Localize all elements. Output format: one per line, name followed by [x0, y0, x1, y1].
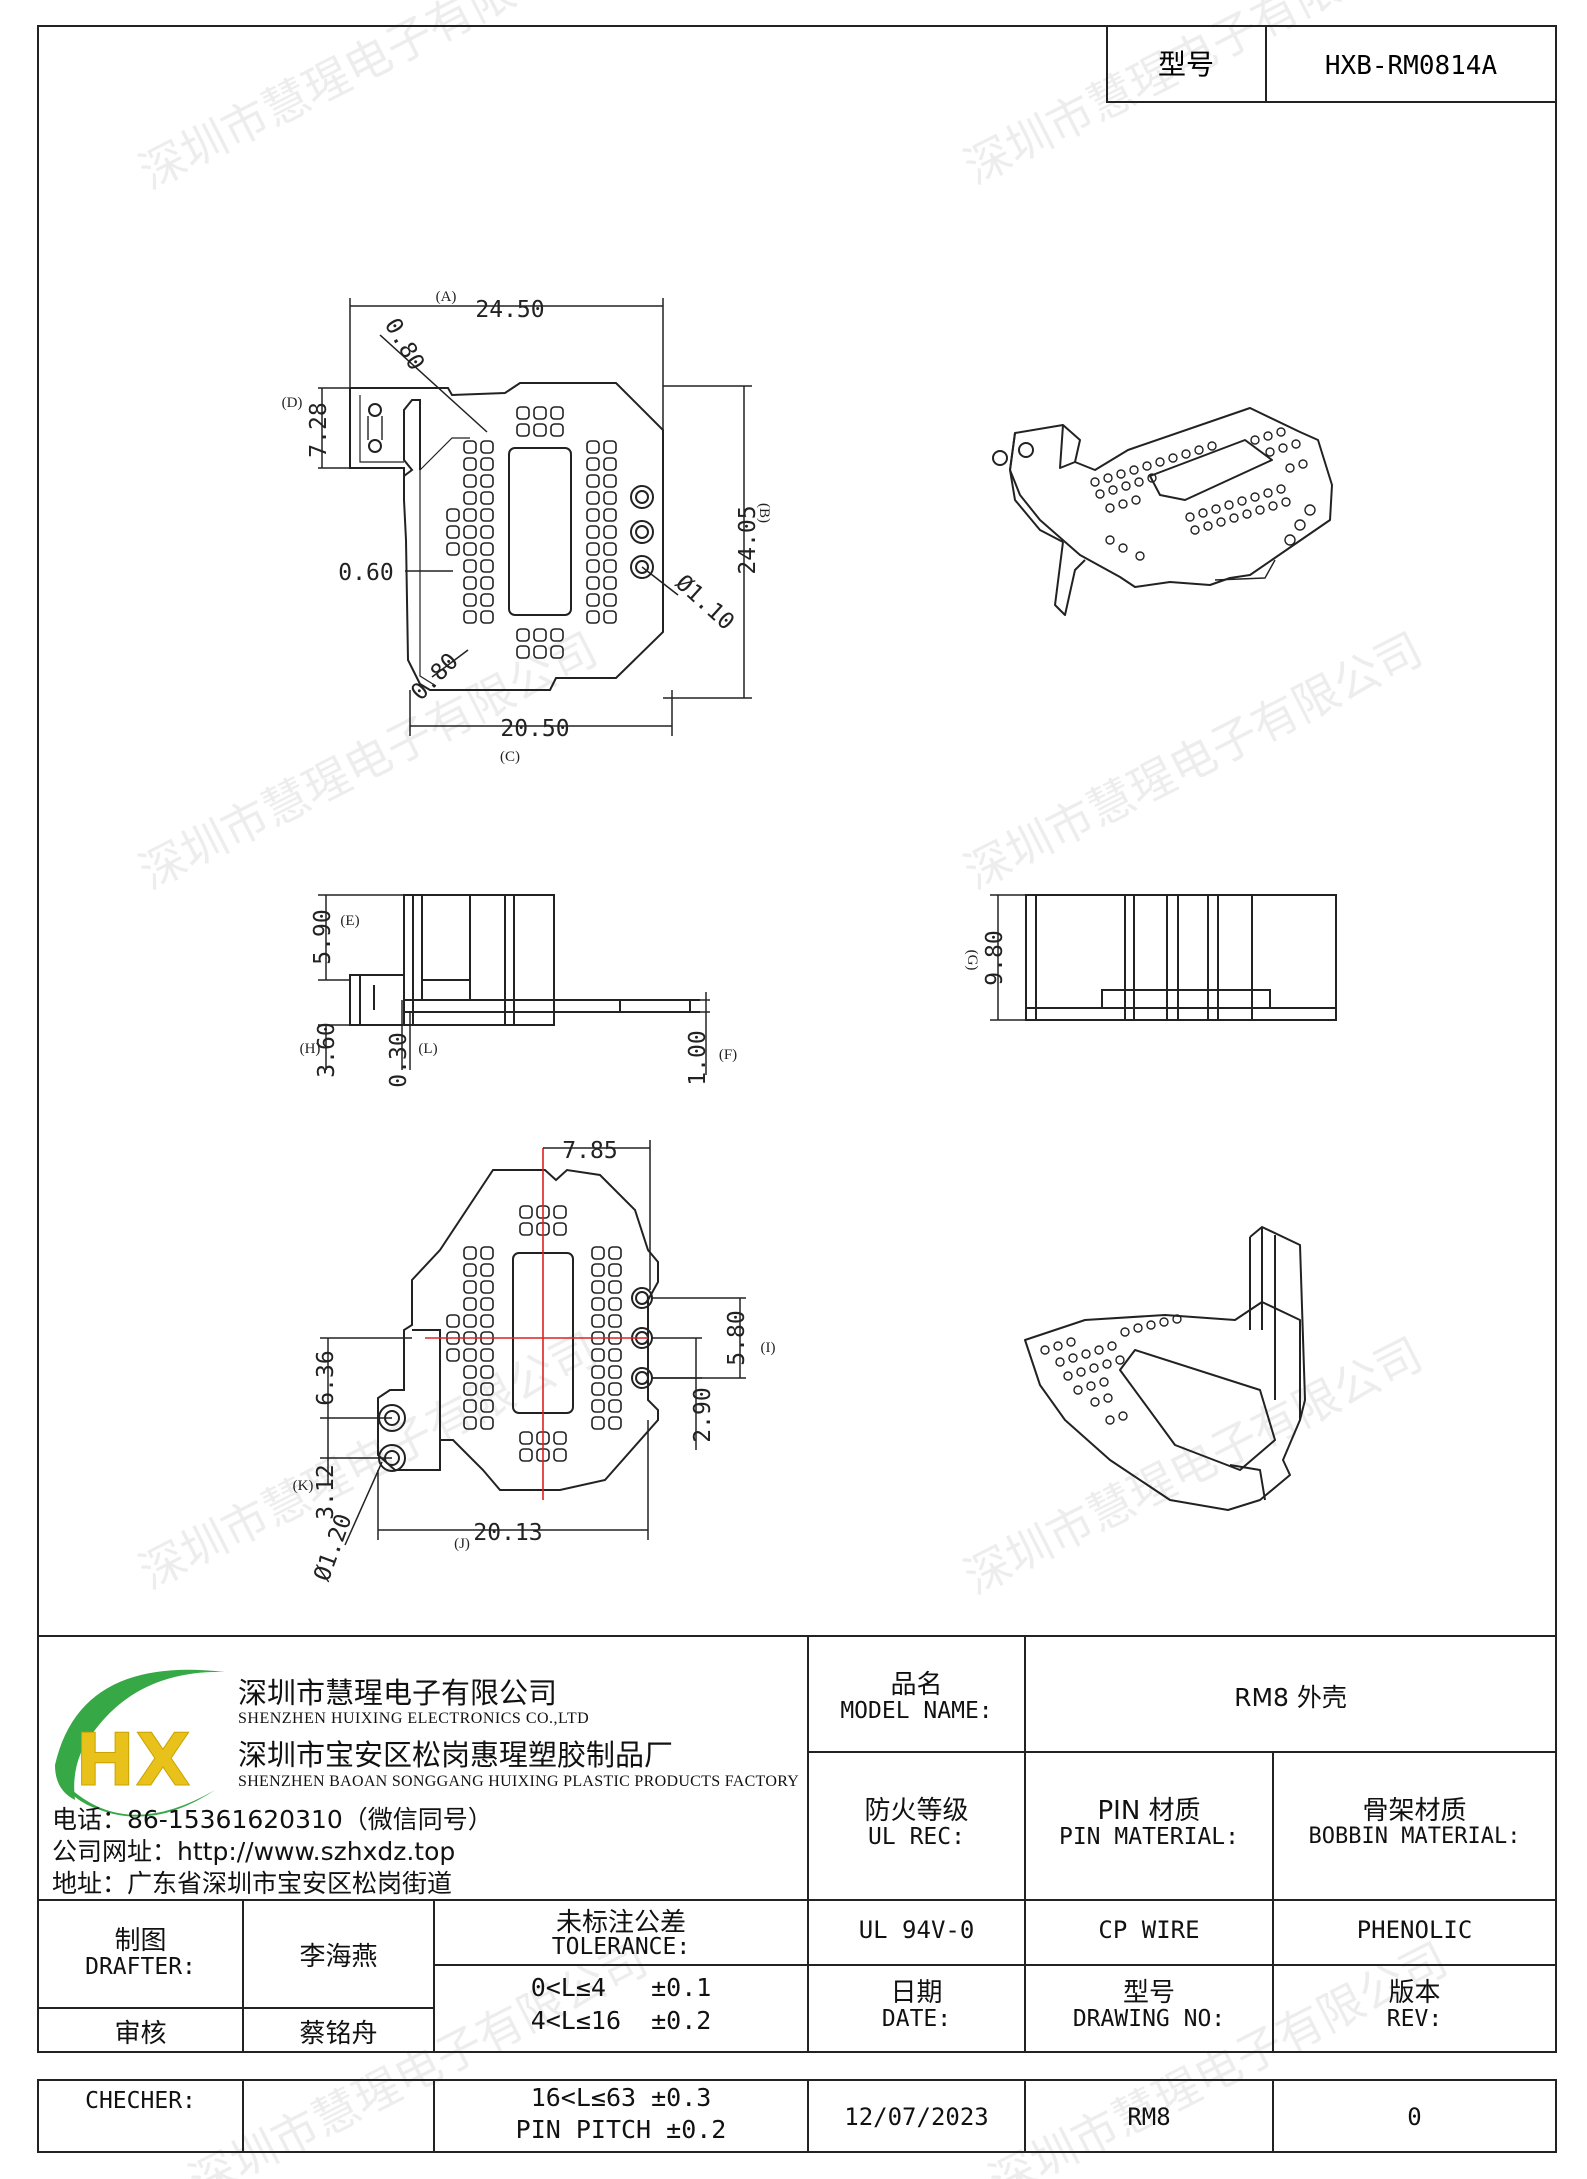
- side-view-left-dimensions: [318, 894, 710, 1075]
- dim-b-value: 24.05: [735, 505, 761, 574]
- drafter-label-en: DRAFTER:: [85, 1954, 196, 1980]
- dim-2-90: 2.90: [690, 1387, 716, 1442]
- drawing-no-label-cn: 型号: [1122, 1978, 1175, 2008]
- rev-label-en: REV:: [1386, 2006, 1443, 2032]
- dim-e-value: 5.90: [310, 909, 336, 964]
- checker-label: CHECHER:: [85, 2088, 196, 2114]
- factory-name-cn: 深圳市宝安区松岗惠瑆塑胶制品厂: [238, 1738, 674, 1772]
- title-block-grid: [37, 1636, 1557, 2153]
- dim-7-85: 7.85: [562, 1138, 617, 1164]
- dim-k-label: (K): [293, 1478, 314, 1494]
- dim-d-label: (D): [282, 395, 303, 411]
- drafter-label-cn: 制图: [114, 1926, 167, 1956]
- company-address: 地址：广东省深圳市宝安区松岗街道: [52, 1869, 453, 1898]
- watermark: 深圳市慧瑆电子有限公司: [130, 1322, 605, 1600]
- company-name-cn: 深圳市慧瑆电子有限公司: [238, 1676, 558, 1710]
- factory-name-en: SHENZHEN BAOAN SONGGANG HUIXING PLASTIC …: [238, 1773, 800, 1790]
- dim-a-label: (A): [436, 289, 457, 305]
- dim-l-value: 0.30: [386, 1032, 412, 1087]
- side-view-right-dimensions: [990, 894, 1026, 1021]
- tolerance-row-4: PIN PITCH ±0.2: [515, 2115, 727, 2144]
- dim-0-60: 0.60: [338, 560, 393, 586]
- model-value: HXB-RM0814A: [1325, 51, 1498, 81]
- date-value: 12/07/2023: [844, 2103, 989, 2131]
- dim-d-value: 7.28: [306, 402, 332, 457]
- pin-material-value: CP WIRE: [1098, 1916, 1200, 1944]
- logo-text: HX: [75, 1718, 191, 1802]
- company-phone: 电话：86-15361620310（微信同号）: [52, 1805, 493, 1834]
- bobbin-material-en: BOBBIN MATERIAL:: [1308, 1824, 1521, 1849]
- iso-view-bottom: [1024, 1226, 1306, 1511]
- dim-j-value: 20.13: [473, 1520, 542, 1546]
- dim-g-value: 9.80: [982, 930, 1008, 985]
- rev-value: 0: [1407, 2103, 1422, 2131]
- model-name-value: RM8 外壳: [1234, 1683, 1347, 1712]
- top-view: [349, 382, 664, 691]
- dim-f-value: 1.00: [685, 1030, 711, 1085]
- fire-rating-cn: 防火等级: [864, 1796, 969, 1826]
- watermark: 深圳市慧瑆电子有限公司: [955, 622, 1430, 900]
- bottom-view-dimensions: [320, 1140, 746, 1546]
- company-logo: HX: [55, 1669, 225, 1817]
- fire-rating-en: UL REC:: [868, 1824, 965, 1850]
- side-view-left: [349, 894, 700, 1026]
- watermark: 深圳市慧瑆电子有限公司: [130, 0, 605, 200]
- dim-0-80-top: 0.80: [379, 314, 429, 375]
- side-view-right: [1025, 894, 1337, 1021]
- dim-b-label: (B): [756, 503, 772, 523]
- pin-material-cn: PIN 材质: [1097, 1796, 1201, 1826]
- dim-f-label: (F): [719, 1047, 737, 1063]
- iso-view-top: [992, 407, 1333, 616]
- tolerance-en: TOLERANCE:: [551, 1934, 691, 1960]
- dim-j-label: (J): [454, 1536, 470, 1552]
- model-label: 型号: [1158, 48, 1214, 81]
- tolerance-row-2: 4<L≤16 ±0.2: [530, 2006, 712, 2035]
- tolerance-row-3: 16<L≤63 ±0.3: [530, 2083, 712, 2112]
- tolerance-cn: 未标注公差: [555, 1908, 686, 1938]
- dim-c-label: (C): [500, 749, 520, 765]
- review-name: 蔡铭舟: [299, 2019, 378, 2049]
- tolerance-row-1: 0<L≤4 ±0.1: [530, 1973, 712, 2002]
- rev-label-cn: 版本: [1388, 1978, 1441, 2008]
- watermark: 深圳市慧瑆电子有限公司: [955, 0, 1430, 195]
- dim-i-label: (I): [761, 1340, 776, 1356]
- bobbin-material-value: PHENOLIC: [1356, 1916, 1473, 1944]
- watermark: 深圳市慧瑆电子有限公司: [980, 1932, 1455, 2179]
- date-label-en: DATE:: [881, 2006, 952, 2032]
- watermark: 深圳市慧瑆电子有限公司: [130, 622, 605, 900]
- side-view-right-dim-text: (G) 9.80: [964, 930, 1008, 985]
- date-label-cn: 日期: [890, 1978, 943, 2008]
- dim-h-value: 3.60: [314, 1022, 340, 1077]
- dim-h-label: (H): [300, 1041, 321, 1057]
- side-view-left-dim-text: 5.90 (E) (H) 3.60 0.30 (L) 1.00 (F): [300, 909, 738, 1087]
- dim-dia-1-10: Ø1.10: [670, 570, 739, 636]
- dim-e-label: (E): [340, 913, 359, 929]
- fire-rating-value: UL 94V-0: [858, 1916, 975, 1944]
- dim-dia-1-20: Ø1.20: [309, 1511, 357, 1585]
- company-name-en: SHENZHEN HUIXING ELECTRONICS CO.,LTD: [238, 1710, 590, 1727]
- vent-holes-top: [446, 406, 617, 659]
- pin-material-en: PIN MATERIAL:: [1058, 1824, 1239, 1850]
- drawing-no-value: RM8: [1127, 2103, 1171, 2131]
- top-view-dimensions: [318, 298, 752, 736]
- review-label-cn: 审核: [114, 2019, 167, 2049]
- drafter-name: 李海燕: [299, 1942, 378, 1972]
- dim-i-value: 5.80: [724, 1310, 750, 1365]
- dim-g-label: (G): [964, 950, 980, 971]
- drawing-no-label-en: DRAWING NO:: [1072, 2006, 1226, 2032]
- dim-6-36: 6.36: [313, 1350, 339, 1405]
- dim-a-value: 24.50: [475, 297, 544, 323]
- model-name-en: MODEL NAME:: [840, 1698, 993, 1724]
- company-website: 公司网址：http://www.szhxdz.top: [52, 1837, 456, 1866]
- dim-l-label: (L): [418, 1041, 437, 1057]
- model-name-cn: 品名: [890, 1670, 943, 1700]
- dim-k-value: 3.12: [313, 1464, 339, 1519]
- bobbin-material-cn: 骨架材质: [1362, 1796, 1467, 1826]
- dim-c-value: 20.50: [500, 716, 569, 742]
- frame: [37, 25, 1557, 2053]
